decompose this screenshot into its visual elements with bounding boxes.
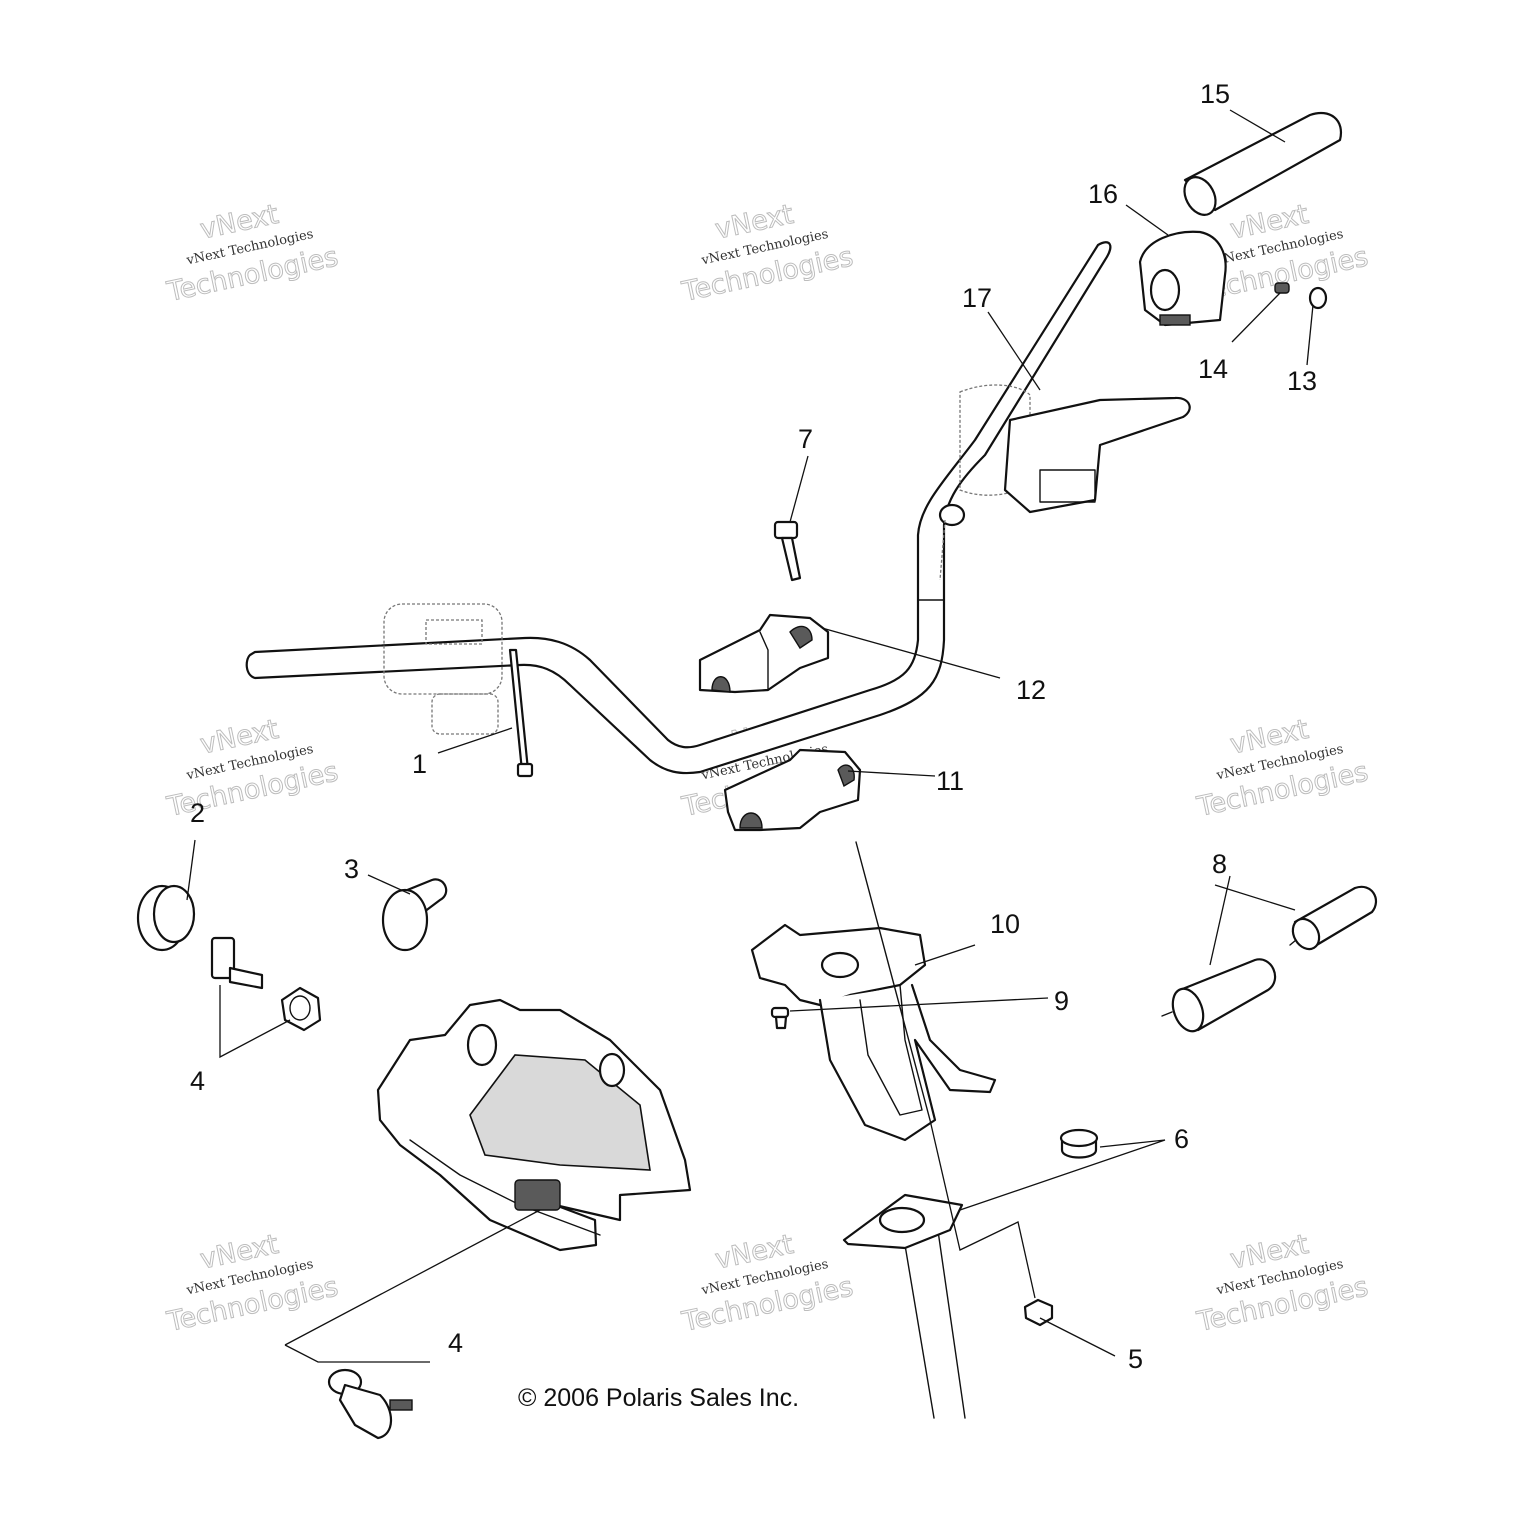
headlight-housing xyxy=(376,998,692,1252)
callout-16: 16 xyxy=(1088,179,1118,209)
handlebar-part-17 xyxy=(245,241,1112,775)
watermark-mid-right: vNext vNext Technologies Technologies xyxy=(1193,713,1371,823)
leader-lines xyxy=(186,109,1314,1363)
callout-10: 10 xyxy=(990,909,1020,939)
callout-2: 2 xyxy=(190,798,205,828)
ignition-switch-part-4 xyxy=(327,1368,413,1440)
callout-17: 17 xyxy=(962,283,992,313)
watermark-bottom-center: vNext vNext Technologies Technologies xyxy=(678,1228,856,1338)
grip-part-15 xyxy=(1183,112,1343,216)
key-part-4 xyxy=(210,936,264,990)
throttle-housing-part-16 xyxy=(1138,230,1227,327)
callout-4a: 4 xyxy=(190,1066,205,1096)
callout-15: 15 xyxy=(1200,79,1230,109)
bracket-part-10 xyxy=(750,923,997,1142)
copyright-text: © 2006 Polaris Sales Inc. xyxy=(518,1384,799,1412)
callout-11: 11 xyxy=(936,766,964,796)
cover-part-3 xyxy=(381,878,448,952)
callout-5: 5 xyxy=(1128,1344,1143,1374)
callout-13: 13 xyxy=(1287,366,1317,396)
bolt-part-7 xyxy=(773,520,802,582)
socket-part-8 xyxy=(1289,885,1378,951)
bulb-part-8 xyxy=(1161,958,1277,1033)
watermark-top-center: vNext vNext Technologies Technologies xyxy=(678,198,856,308)
callout-1: 1 xyxy=(412,749,427,779)
callout-labels: 1 2 3 4 4 5 6 7 8 9 10 11 12 13 14 15 16… xyxy=(190,79,1317,1374)
callout-3: 3 xyxy=(344,854,359,884)
right-control-ghost xyxy=(938,384,1191,581)
bushing-part-6 xyxy=(1059,1128,1099,1159)
callout-7: 7 xyxy=(798,424,813,454)
watermark-top-left: vNext vNext Technologies Technologies xyxy=(163,198,341,308)
callout-12: 12 xyxy=(1016,675,1046,705)
long-bolt-part-1 xyxy=(508,648,534,778)
nut-part-4 xyxy=(280,986,322,1032)
watermark-bottom-right: vNext vNext Technologies Technologies xyxy=(1193,1228,1371,1338)
cap-part-13 xyxy=(1308,286,1328,310)
callout-6: 6 xyxy=(1174,1124,1189,1154)
left-control-ghost xyxy=(383,603,503,735)
nut-part-5 xyxy=(1023,1298,1054,1327)
steering-post xyxy=(842,841,966,1419)
lower-clamp-part-11 xyxy=(723,748,862,832)
callout-9: 9 xyxy=(1054,986,1069,1016)
callout-14: 14 xyxy=(1198,354,1228,384)
screw-part-14 xyxy=(1274,282,1290,294)
watermark-bottom-left: vNext vNext Technologies Technologies xyxy=(163,1228,341,1338)
bolt-part-9 xyxy=(770,1006,790,1030)
callout-4b: 4 xyxy=(448,1328,463,1358)
upper-clamp-part-12 xyxy=(698,613,830,694)
callout-8: 8 xyxy=(1212,849,1227,879)
plug-part-2 xyxy=(136,884,196,952)
watermark-mid-left: vNext vNext Technologies Technologies xyxy=(163,713,341,823)
